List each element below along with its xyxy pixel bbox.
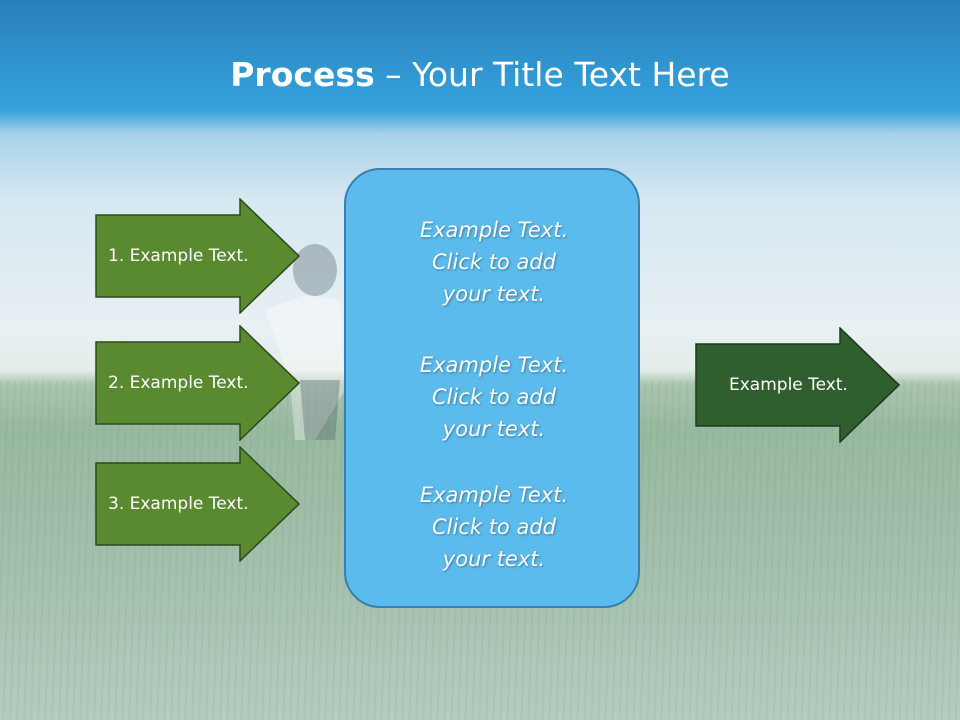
para-line: Click to add — [431, 385, 556, 409]
step-arrow-1[interactable]: 1. Example Text. — [95, 198, 300, 314]
arrow-shape — [95, 198, 300, 314]
person-photo — [265, 244, 345, 440]
para-line: Click to add — [431, 515, 556, 539]
result-label: Example Text. — [729, 375, 848, 395]
title-rest: – Your Title Text Here — [374, 55, 730, 94]
page-title: Process – Your Title Text Here — [0, 54, 960, 96]
para-line: your text. — [442, 417, 546, 441]
para-line: Example Text. — [419, 483, 569, 507]
para-line: Example Text. — [419, 218, 569, 242]
result-arrow[interactable]: Example Text. — [695, 327, 900, 443]
step-arrow-3[interactable]: 3. Example Text. — [95, 446, 300, 562]
para-line: Example Text. — [419, 353, 569, 377]
title-bold: Process — [230, 55, 375, 94]
para-line: your text. — [442, 547, 546, 571]
para-line: your text. — [442, 282, 546, 306]
step-label: 3. Example Text. — [108, 494, 249, 514]
center-paragraph-2: Example Text. Click to add your text. — [346, 349, 642, 445]
center-text-box[interactable]: Example Text. Click to add your text. Ex… — [344, 168, 640, 608]
arrow-shape — [95, 446, 300, 562]
arrow-shape — [695, 327, 900, 443]
center-paragraph-1: Example Text. Click to add your text. — [346, 214, 642, 310]
step-label: 1. Example Text. — [108, 246, 249, 266]
arrow-shape — [95, 325, 300, 441]
step-arrow-2[interactable]: 2. Example Text. — [95, 325, 300, 441]
center-paragraph-3: Example Text. Click to add your text. — [346, 479, 642, 575]
step-label: 2. Example Text. — [108, 373, 249, 393]
para-line: Click to add — [431, 250, 556, 274]
